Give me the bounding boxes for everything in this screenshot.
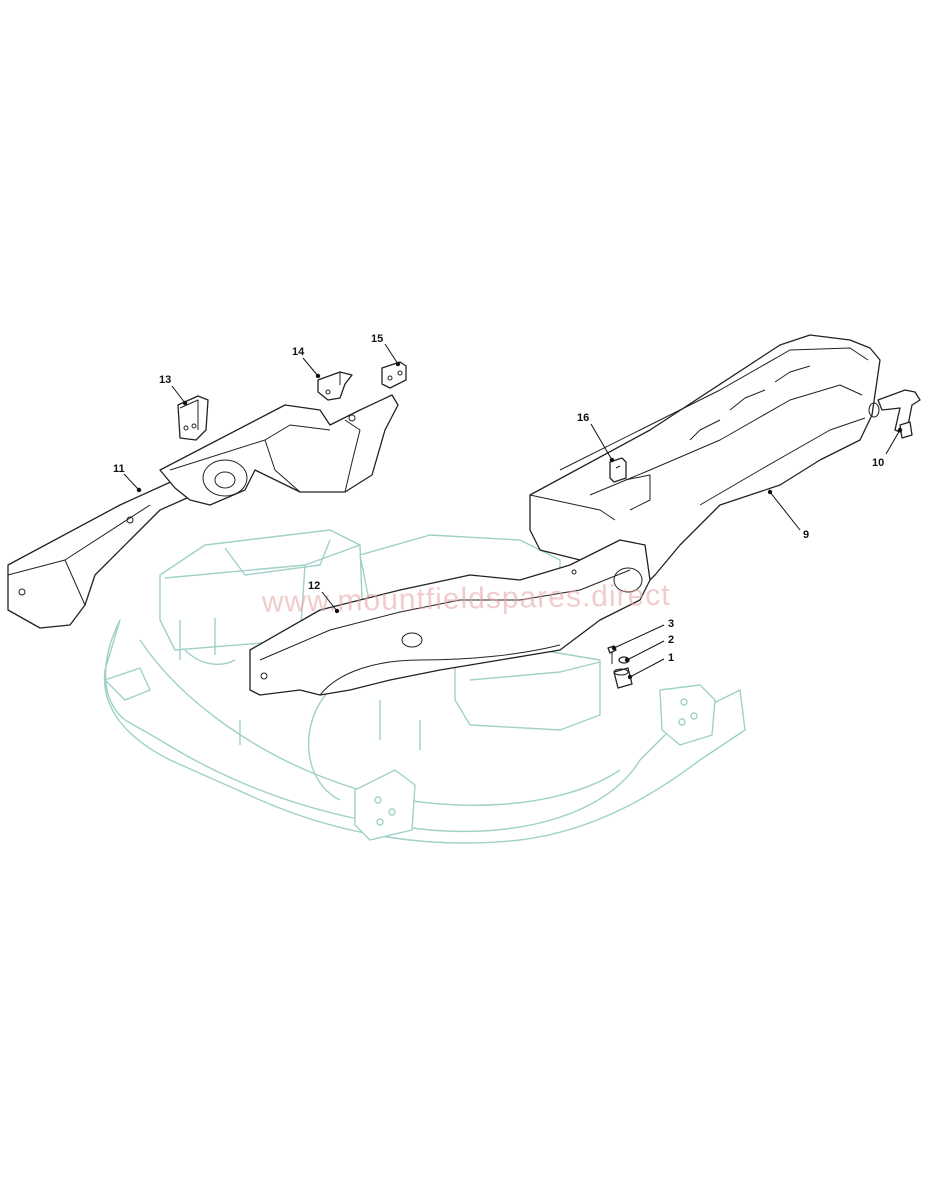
callout-10: 10 bbox=[872, 427, 903, 469]
watermark-text: www.mountfieldspares.direct bbox=[261, 579, 671, 619]
part-11-left-chute bbox=[7, 469, 206, 629]
part-12-front-chute bbox=[249, 539, 651, 696]
callout-2-label: 2 bbox=[668, 634, 674, 646]
callout-16: 16 bbox=[577, 412, 615, 463]
callout-13-label: 13 bbox=[159, 374, 171, 386]
part-1-grommet bbox=[613, 667, 633, 689]
callout-13: 13 bbox=[159, 374, 188, 406]
callout-14: 14 bbox=[292, 346, 321, 379]
callout-11: 11 bbox=[113, 463, 142, 493]
callout-11-label: 11 bbox=[113, 463, 125, 475]
part-16-clip bbox=[609, 457, 627, 483]
part-14-bracket bbox=[317, 371, 353, 401]
callout-3-label: 3 bbox=[668, 618, 674, 630]
part-15-plate bbox=[381, 361, 407, 389]
callout-2: 2 bbox=[624, 634, 674, 663]
callout-9: 9 bbox=[767, 489, 809, 541]
part-9-right-chute bbox=[529, 334, 881, 591]
callout-16-label: 16 bbox=[577, 412, 589, 424]
part-10-hinge bbox=[868, 389, 921, 439]
callout-10-label: 10 bbox=[872, 457, 884, 469]
callout-14-label: 14 bbox=[292, 346, 305, 358]
callout-15: 15 bbox=[371, 333, 401, 367]
callout-1: 1 bbox=[627, 652, 674, 680]
callout-12-label: 12 bbox=[308, 580, 320, 592]
callout-9-label: 9 bbox=[803, 529, 809, 541]
callout-12: 12 bbox=[308, 580, 340, 614]
rear-left-channel bbox=[159, 394, 399, 506]
callout-3: 3 bbox=[611, 618, 674, 651]
callout-15-label: 15 bbox=[371, 333, 383, 345]
part-13-bracket bbox=[177, 395, 209, 441]
callout-1-label: 1 bbox=[668, 652, 674, 664]
